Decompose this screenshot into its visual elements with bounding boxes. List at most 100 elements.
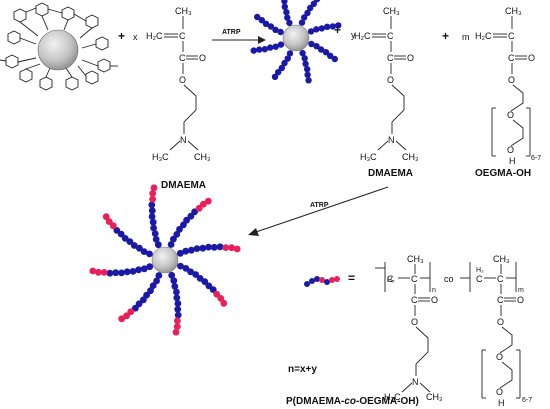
oegma-bead [329,277,335,283]
atom-h3c: H₃C [152,152,169,162]
dmaema-bead [278,64,285,72]
dmaema-bead [130,242,138,249]
equals-sign: = [348,271,355,285]
dmaema-bead [272,26,279,33]
dmaema-bead [313,0,321,3]
dmaema-bead [177,262,184,270]
atrp-arrow-2: ATRP [248,186,389,236]
oegma-bead [222,244,230,252]
oegma-bead [173,323,181,330]
atom-n: N [180,135,187,145]
dmaema-bead [210,243,218,251]
atom-o: O [179,75,186,85]
dmaema-bead [318,25,325,32]
dmaema-bead [136,244,143,252]
oegma-bead [217,295,225,302]
oegma-bead [127,308,135,316]
atom-ch3: CH₃ [493,254,510,264]
atom-n: N [388,135,395,145]
atom-h2: H₂ [476,267,484,274]
atom-h2c: H₂C [354,31,371,41]
dmaema-bead [308,40,315,48]
subscript-m: m [518,287,524,294]
atom-c: C [179,31,186,41]
repeat-6-7: 6-7 [531,155,541,162]
dmaema-bead [327,52,334,59]
atom-ch3: CH₃ [383,6,400,16]
oegma-bead [228,244,236,252]
dmaema-bead [298,19,306,26]
dmaema-bead [324,23,331,30]
dmaema-bead [150,224,158,232]
dmaema-monomer-2: CH₃ H₂C C C O O N H₃C CH₃ [354,6,419,162]
dmaema-bead [271,73,279,81]
atom-ch3: CH₃ [175,6,192,16]
dmaema-bead [149,282,157,289]
atom-c: C [411,274,418,284]
dmaema-bead [188,246,195,254]
dmaema-bead [106,269,114,277]
dmaema-bead [168,271,176,279]
dmaema-bead [284,55,291,62]
dmaema-bead [254,13,261,21]
dmaema-bead [307,4,314,12]
dmaema-bead [173,294,181,302]
atom-o: O [507,145,514,155]
oegma-bead [174,317,181,325]
atom-o: O [199,53,206,63]
dmaema-bead [154,241,162,249]
dmaema-bead [272,43,279,50]
oegma-bead [172,328,180,336]
dmaema-bead [140,296,147,304]
oegma-bead [334,276,340,282]
atom-h: H [509,156,516,166]
dmaema-bead [286,50,294,57]
atom-ch3: CH₃ [407,254,424,264]
atom-c: C [508,53,515,63]
dmaema-bead [174,300,182,307]
dmaema-bead [310,0,317,7]
dmaema-bead [277,28,284,36]
dmaema-bead [146,263,154,271]
dmaema-bead [256,46,263,53]
dmaema-bead [314,276,320,282]
dmaema-bead [304,66,311,73]
oegma-bead [105,218,113,226]
atom-n: N [412,377,419,387]
dmaema-bead [182,247,190,255]
dmaema-bead [148,201,156,209]
dmaema-bead [283,9,290,16]
atrp-label-2: ATRP [310,202,329,209]
dmaema-bead [201,278,209,285]
oegma-bead [109,222,117,230]
plus-sign-3: + [442,29,449,43]
dmaema-bead [304,281,310,287]
atom-o: O [496,352,503,362]
atom-o: O [387,75,394,85]
dmaema-bead [174,305,182,313]
dmaema-bead [170,277,178,285]
plus-sign-1: + [118,29,125,43]
atom-o: O [507,110,514,120]
atom-c: C [476,274,483,284]
dmaema-bead [146,250,153,258]
initiator-nanoparticle [0,2,118,91]
dmaema-bead [147,287,154,295]
dmaema-bead [329,23,336,30]
dmaema-monomer-1: CH₃ H₂C C C O O N H₃C CH₃ [146,6,211,162]
atom-h2: H₂ [387,277,395,284]
atom-c: C [179,53,186,63]
silica-core [37,29,79,71]
dmaema-bead [281,0,288,5]
dmaema-bead [305,77,312,84]
atom-c: C [387,274,394,284]
atom-c: C [497,295,504,305]
dmaema-bead [176,249,184,257]
dmaema-bead [182,265,190,272]
label-product: P(DMAEMA-co-OEGMA-OH) [286,396,419,407]
coefficient-y: y [351,30,356,40]
repeat-6-7: 6-7 [522,397,532,404]
atom-ch3: CH₃ [426,392,443,402]
atom-c: C [508,31,515,41]
atrp-arrow-1: ATRP [212,29,266,44]
